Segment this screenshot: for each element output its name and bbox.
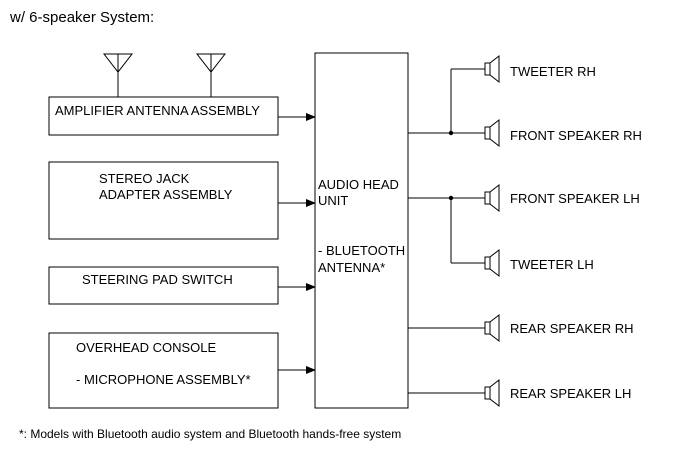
stereo-jack-label-line1: STEREO JACK: [99, 171, 190, 186]
head-unit-label-line2: UNIT: [318, 193, 349, 208]
junction-dot-rh: [448, 130, 454, 136]
junction-dot-lh: [448, 195, 454, 201]
antenna-icon-left: [102, 53, 134, 97]
speaker-icon-front-lh: [484, 183, 500, 213]
speaker-icon-front-rh: [484, 118, 500, 148]
steering-pad-label: STEERING PAD SWITCH: [82, 272, 233, 287]
amplifier-antenna-label: AMPLIFIER ANTENNA ASSEMBLY: [55, 103, 260, 118]
speaker-label-tweeter-rh: TWEETER RH: [510, 64, 596, 79]
bluetooth-antenna-label-line1: - BLUETOOTH: [318, 243, 406, 258]
speaker-icon-tweeter-lh: [484, 248, 500, 278]
speaker-label-rear-lh: REAR SPEAKER LH: [510, 386, 632, 401]
speaker-label-rear-rh: REAR SPEAKER RH: [510, 321, 634, 336]
speaker-icon-rear-lh: [484, 378, 500, 408]
footnote: *: Models with Bluetooth audio system an…: [19, 427, 402, 441]
stereo-jack-box: [48, 161, 279, 240]
stereo-jack-label-line2: ADAPTER ASSEMBLY: [99, 187, 233, 202]
speaker-label-tweeter-lh: TWEETER LH: [510, 257, 594, 272]
steering-pad-box: [48, 266, 279, 305]
overhead-console-label: OVERHEAD CONSOLE: [76, 340, 217, 355]
speaker-icon-rear-rh: [484, 313, 500, 343]
microphone-assembly-label: - MICROPHONE ASSEMBLY*: [76, 372, 251, 387]
head-unit-label-line1: AUDIO HEAD: [318, 177, 399, 192]
antenna-icon-right: [195, 53, 227, 97]
audio-head-unit-box: [314, 52, 409, 409]
speaker-icon-tweeter-rh: [484, 54, 500, 84]
bluetooth-antenna-label-line2: ANTENNA*: [318, 260, 386, 275]
speaker-label-front-rh: FRONT SPEAKER RH: [510, 128, 642, 143]
diagram-title: w/ 6-speaker System:: [10, 9, 155, 26]
amplifier-antenna-box: [48, 96, 279, 136]
speaker-label-front-lh: FRONT SPEAKER LH: [510, 191, 640, 206]
